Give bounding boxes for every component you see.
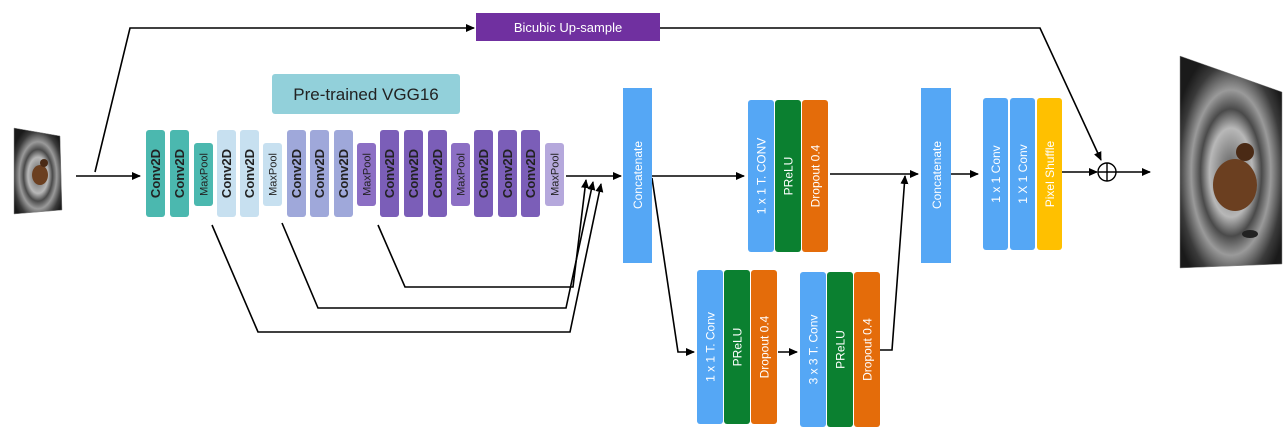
vgg-layer-12-label: Conv2D <box>406 149 421 198</box>
top-branch: 1 x 1 T. CONV PReLU Dropout 0.4 <box>748 100 828 252</box>
bottom-a-block-3: Dropout 0.4 <box>751 270 777 424</box>
vgg16-layers: Conv2D Conv2D MaxPool Conv2D Conv2D MaxPool Co… <box>146 130 564 217</box>
vgg-layer-7-label: Conv2D <box>289 149 304 198</box>
vgg-layer-17: Conv2D <box>521 130 540 217</box>
vgg-layer-2: Conv2D <box>170 130 189 217</box>
top-branch-block-1: 1 x 1 T. CONV <box>748 100 774 252</box>
vgg-layer-10: MaxPool <box>357 143 376 206</box>
final-block-2: 1 X 1 Conv <box>1010 98 1035 250</box>
bottom-a-block-2: PReLU <box>724 270 750 424</box>
concatenate-block-2: Concatenate <box>921 88 951 263</box>
input-image <box>13 127 63 215</box>
connectors <box>76 24 1151 356</box>
vgg-layer-17-label: Conv2D <box>523 149 538 198</box>
vgg-layer-15: Conv2D <box>474 130 493 217</box>
vgg-layer-4-label: Conv2D <box>219 149 234 198</box>
top-branch-block-2: PReLU <box>775 100 801 252</box>
vgg-layer-5: Conv2D <box>240 130 259 217</box>
bottom-b-block-1-label: 3 x 3 T. Conv <box>806 315 820 385</box>
vgg-layer-8-label: Conv2D <box>312 149 327 198</box>
output-image <box>1179 55 1283 269</box>
bottom-branch-a: 1 x 1 T. Conv PReLU Dropout 0.4 <box>697 270 777 424</box>
bottom-b-block-1: 3 x 3 T. Conv <box>800 272 826 427</box>
vgg-layer-16-label: Conv2D <box>500 149 515 198</box>
vgg-layer-2-label: Conv2D <box>172 149 187 198</box>
vgg-layer-18: MaxPool <box>545 143 564 206</box>
final-block-3: Pixel Shuffle <box>1037 98 1062 250</box>
top-branch-block-3-label: Dropout 0.4 <box>808 144 822 207</box>
bottom-a-block-1-label: 1 x 1 T. Conv <box>703 312 717 382</box>
final-block-2-label: 1 X 1 Conv <box>1016 144 1030 203</box>
vgg-layer-6-label: MaxPool <box>267 153 279 196</box>
concatenate-1-label: Concatenate <box>631 141 645 209</box>
sum-node <box>1097 162 1117 182</box>
vgg-layer-1: Conv2D <box>146 130 165 217</box>
final-block-3-label: Pixel Shuffle <box>1043 140 1057 207</box>
bottom-b-block-3-label: Dropout 0.4 <box>860 318 874 381</box>
vgg-layer-3: MaxPool <box>194 143 213 206</box>
vgg-layer-10-label: MaxPool <box>361 153 373 196</box>
vgg-layer-16: Conv2D <box>498 130 517 217</box>
vgg-layer-13: Conv2D <box>428 130 447 217</box>
vgg-layer-9: Conv2D <box>334 130 353 217</box>
final-block-1-label: 1 x 1 Conv <box>989 145 1003 202</box>
bottom-b-block-2: PReLU <box>827 272 853 427</box>
top-branch-block-1-label: 1 x 1 T. CONV <box>754 138 768 214</box>
vgg-layer-11-label: Conv2D <box>382 149 397 198</box>
vgg-layer-14: MaxPool <box>451 143 470 206</box>
bicubic-upsample-label: Bicubic Up-sample <box>514 20 622 35</box>
concatenate-block-1: Concatenate <box>623 88 652 263</box>
vgg-layer-7: Conv2D <box>287 130 306 217</box>
bottom-b-block-3: Dropout 0.4 <box>854 272 880 427</box>
bicubic-upsample-block: Bicubic Up-sample <box>476 13 660 41</box>
top-branch-block-2-label: PReLU <box>781 157 795 196</box>
concatenate-2-label: Concatenate <box>930 141 944 209</box>
vgg-layer-13-label: Conv2D <box>430 149 445 198</box>
vgg-layer-4: Conv2D <box>217 130 236 217</box>
top-branch-block-3: Dropout 0.4 <box>802 100 828 252</box>
vgg-layer-3-label: MaxPool <box>198 153 210 196</box>
vgg-layer-9-label: Conv2D <box>336 149 351 198</box>
vgg-layer-12: Conv2D <box>404 130 423 217</box>
vgg-layer-11: Conv2D <box>380 130 399 217</box>
bottom-a-block-2-label: PReLU <box>730 328 744 367</box>
vgg-layer-6: MaxPool <box>263 143 282 206</box>
vgg16-title-block: Pre-trained VGG16 <box>272 74 460 114</box>
vgg-layer-15-label: Conv2D <box>476 149 491 198</box>
vgg-layer-1-label: Conv2D <box>148 149 163 198</box>
bottom-a-block-1: 1 x 1 T. Conv <box>697 270 723 424</box>
final-block-1: 1 x 1 Conv <box>983 98 1008 250</box>
vgg16-title: Pre-trained VGG16 <box>293 85 439 104</box>
vgg-layer-14-label: MaxPool <box>455 153 467 196</box>
bottom-b-block-2-label: PReLU <box>833 330 847 369</box>
vgg-layer-18-label: MaxPool <box>549 153 561 196</box>
final-block: 1 x 1 Conv 1 X 1 Conv Pixel Shuffle <box>983 98 1062 250</box>
bottom-branch-b: 3 x 3 T. Conv PReLU Dropout 0.4 <box>800 272 880 427</box>
bottom-a-block-3-label: Dropout 0.4 <box>757 315 771 378</box>
vgg-layer-8: Conv2D <box>310 130 329 217</box>
vgg-layer-5-label: Conv2D <box>242 149 257 198</box>
